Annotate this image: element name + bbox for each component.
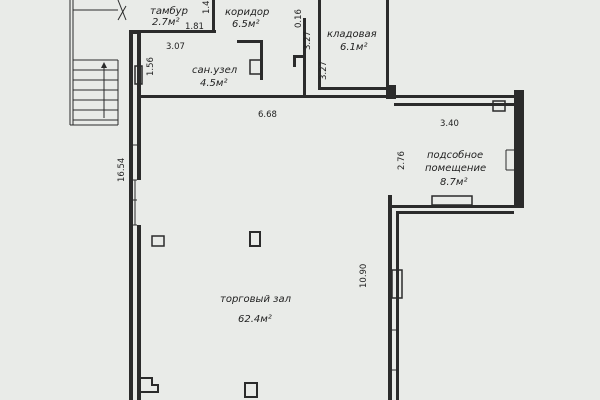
dim-0-16: 0.16 [294, 9, 304, 28]
room-name-torgovy: торговый зал [220, 294, 292, 305]
room-area-torgovy: 62.4м² [238, 314, 272, 325]
room-area-kladovaya: 6.1м² [340, 42, 367, 53]
dim-10-90: 10.90 [359, 264, 369, 288]
room-area-koridor: 6.5м² [232, 19, 259, 30]
dim-3-07: 3.07 [166, 42, 185, 52]
dim-16-54: 16.54 [117, 158, 127, 182]
column-2 [244, 382, 258, 398]
left-exterior-wall [129, 30, 165, 400]
dim-3-27-b: 3.27 [319, 61, 329, 80]
sales-hall-right-wall [388, 195, 403, 400]
room-name-koridor: коридор [225, 7, 269, 18]
room-area-tambur: 2.7м² [152, 17, 179, 28]
staircase [69, 0, 127, 126]
dim-3-27-a: 3.27 [303, 31, 313, 50]
room-area-podsobnoe: 8.7м² [440, 177, 467, 188]
service-block-walls [117, 0, 389, 98]
room-name-tambur: тамбур [150, 5, 188, 17]
room-name-podsobnoe-1: подсобное [427, 149, 483, 161]
dim-1-81: 1.81 [185, 22, 204, 32]
right-block-walls [386, 85, 524, 214]
dim-2-76: 2.76 [397, 151, 407, 170]
dim-3-40: 3.40 [440, 119, 459, 129]
column-1 [249, 231, 261, 247]
dim-1-4: 1.4 [202, 0, 212, 14]
dim-6-68: 6.68 [258, 110, 277, 120]
dim-1-56: 1.56 [146, 57, 156, 76]
room-name-podsobnoe-2: помещение [425, 163, 486, 174]
room-name-sanuzel: сан.узел [192, 65, 238, 76]
room-name-kladovaya: кладовая [327, 29, 377, 40]
room-area-sanuzel: 4.5м² [200, 78, 227, 89]
